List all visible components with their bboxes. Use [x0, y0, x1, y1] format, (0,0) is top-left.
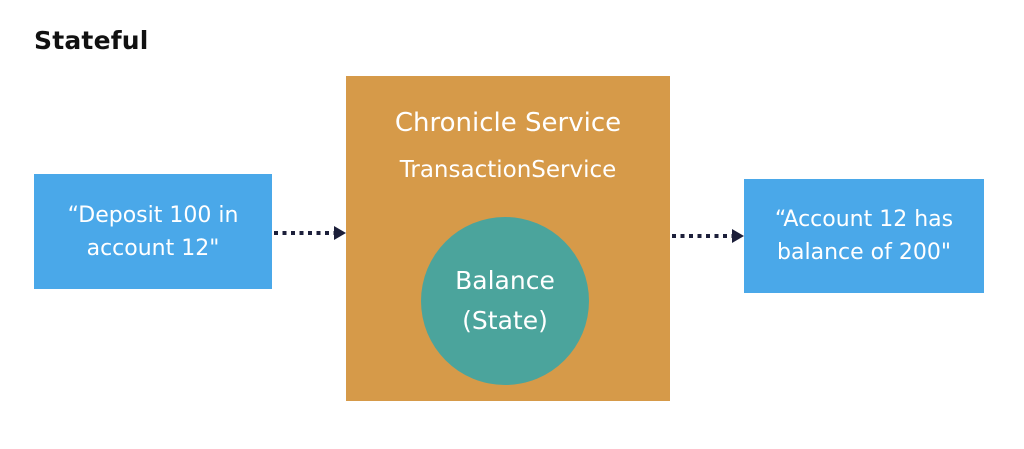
- page-title: Stateful: [34, 26, 149, 55]
- state-circle: Balance (State): [421, 217, 589, 385]
- output-message-box: “Account 12 has balance of 200": [744, 179, 984, 293]
- output-message-line-2: balance of 200": [777, 240, 951, 265]
- output-arrow-head: [732, 229, 744, 243]
- service-class-name: TransactionService: [399, 157, 617, 183]
- input-arrow-head: [334, 226, 346, 240]
- input-message-box: “Deposit 100 in account 12": [34, 174, 272, 289]
- state-line-1: Balance: [455, 266, 555, 295]
- service-name: Chronicle Service: [394, 108, 622, 138]
- input-message-line-1: “Deposit 100 in: [67, 202, 239, 228]
- output-message-line-1: “Account 12 has: [774, 207, 954, 232]
- output-arrow: [672, 229, 744, 243]
- service-box: Chronicle Service TransactionService Bal…: [346, 76, 670, 401]
- input-arrow: [274, 226, 346, 240]
- input-message-line-2: account 12": [86, 235, 220, 261]
- state-line-2: (State): [462, 306, 548, 335]
